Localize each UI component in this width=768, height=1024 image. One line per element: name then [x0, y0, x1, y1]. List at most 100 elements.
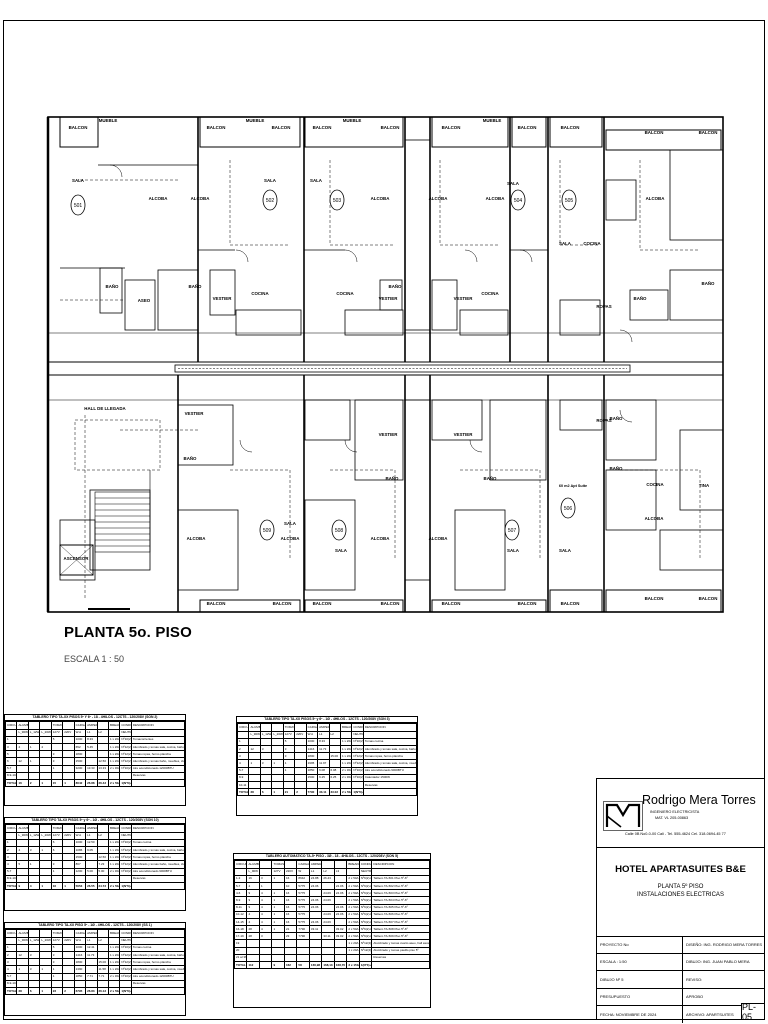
schedule-cell: 24.06	[333, 881, 348, 891]
schedule-cell: 6795	[73, 986, 87, 996]
schedule-cell: 1	[50, 965, 64, 974]
schedule-cell	[294, 737, 307, 746]
top-partitions	[60, 139, 724, 336]
schedule-cell: DESCRIPCION	[130, 721, 186, 730]
schedule-cell	[96, 721, 109, 730]
schedule-cell	[328, 759, 341, 768]
schedule-cell: 26.55	[85, 881, 98, 891]
schedule-cell	[371, 961, 430, 970]
schedule-cell: 2 x 50A	[346, 889, 360, 898]
schedule-cell: 1	[4, 943, 18, 952]
schedule-cell	[96, 742, 109, 752]
engineer-logo-icon	[603, 801, 643, 831]
schedule-cell: 12.50	[85, 838, 98, 847]
schedule-cell	[62, 757, 75, 766]
room-label: BAÑO	[484, 476, 498, 481]
schedule-cell: 4	[258, 903, 273, 912]
schedule-cell: 5.45	[85, 742, 98, 752]
schedule-cell: 3	[50, 750, 64, 759]
unit-number: 504	[514, 198, 523, 204]
schedule-cell	[294, 780, 307, 790]
schedule-cell: TOTAL	[4, 986, 18, 996]
schedule-cell	[248, 766, 261, 775]
room-label: SALA	[559, 548, 572, 553]
schedule-cell: L1	[317, 730, 330, 739]
schedule-cell	[62, 874, 75, 883]
schedule-cell	[259, 737, 273, 746]
schedule-cell	[39, 929, 52, 938]
schedule-cell: CONDUCTOR	[119, 929, 132, 938]
project-info: HOTEL APARTASUITES B&E PLANTA 5º PISO IN…	[597, 848, 764, 937]
schedule-cell	[62, 929, 75, 938]
schedule-title: TABLERO TIPO TA-XX PISOS 5º y 6º - 1Ø - …	[237, 717, 417, 724]
schedule-cell: 12.50	[96, 853, 109, 862]
room-label: SALA	[284, 521, 297, 526]
stairs	[94, 491, 151, 553]
schedule-cell: 2 x 50A	[339, 788, 353, 797]
schedule-cell: 28	[246, 925, 260, 934]
unit-number: 507	[508, 528, 517, 534]
schedule-cell: 220V	[283, 867, 298, 876]
schedule-cell	[27, 838, 41, 847]
schedule-cell: L1	[85, 831, 98, 840]
schedule-cell: 10-12	[233, 910, 248, 919]
schedule-cell	[27, 735, 41, 744]
schedule-cell: CONDUCTOR	[358, 860, 373, 869]
schedule-cell	[39, 860, 52, 869]
schedule-cell: AMPERAJE	[317, 723, 330, 732]
room-label: BAÑO	[386, 476, 400, 481]
schedule-cell: 3	[4, 742, 18, 752]
schedule-title: TABLERO AUTOMATICO TA-5º PISO - 3Ø - 18 …	[234, 854, 430, 861]
unit-number: 501	[74, 203, 83, 209]
schedule-cell: 8-11	[233, 903, 248, 912]
title-field-row: DIBUJO Nº 5 REVISO:	[597, 971, 764, 989]
schedule-cell: Nº12(2)-Nº12	[358, 946, 373, 955]
schedule-cell: 8.33	[85, 735, 98, 744]
schedule-cell: Tablero TA-505 Piso 5º-6º	[371, 903, 430, 912]
schedule-cell	[308, 932, 323, 941]
room-label: COCINA	[336, 291, 354, 296]
title-field-row: FECHA: NOVIEMBRE DE 2024 ARCHIVO: APARTS…	[597, 1006, 764, 1023]
schedule-cell: 867	[73, 860, 87, 869]
schedule-cell	[62, 824, 75, 833]
schedule-cell: 3	[50, 860, 64, 869]
schedule-cell: Tomas cocina	[362, 737, 418, 746]
schedule-cell	[85, 757, 98, 766]
unit-tag	[510, 189, 526, 211]
schedule-cell: W.A	[73, 936, 87, 945]
schedule-cell: 1 x 20A	[339, 744, 353, 754]
schedule-cell	[62, 845, 75, 855]
schedule-cell: 11.73	[85, 950, 98, 960]
schedule-cell	[294, 766, 307, 775]
schedule-cell: 8-9	[236, 773, 250, 782]
schedule-cell: L1	[308, 867, 323, 876]
schedule-cell	[236, 730, 250, 739]
schedule-cell	[358, 953, 373, 963]
engineer-profession: INGENIERO ELECTRICISTA	[650, 810, 700, 814]
schedule-cell	[271, 773, 284, 782]
title-field-row: PRESUPUESTO APROBO	[597, 988, 764, 1006]
schedule-cell	[107, 728, 121, 737]
room-label: SALA	[72, 178, 85, 183]
schedule-cell	[294, 723, 307, 732]
schedule-cell: 3	[27, 965, 41, 974]
schedule-cell: 5775	[296, 889, 310, 898]
schedule-cell: 28	[246, 932, 260, 941]
schedule-cell: 9	[246, 896, 260, 905]
schedule-cell: 220V	[62, 936, 75, 945]
room-label: COCINA	[251, 291, 269, 296]
schedule-cell: 1 x 20A	[107, 860, 121, 869]
schedule-cell	[282, 773, 296, 782]
room-label: ROPAS	[596, 418, 611, 423]
